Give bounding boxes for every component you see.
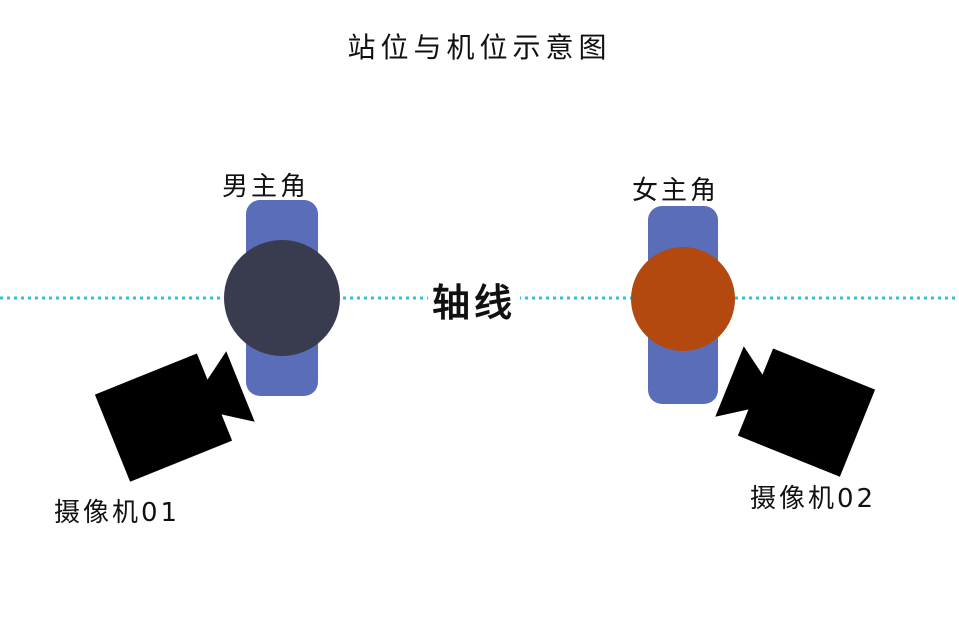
male-lead-head [224,240,340,356]
video-camera-icon [715,346,876,477]
axis-label: 轴线 [428,272,521,327]
male-lead-figure [224,200,340,396]
video-camera-icon [94,351,255,482]
male-lead-label: 男主角 [222,172,310,202]
female-lead-label: 女主角 [632,176,720,206]
camera-01-label: 摄像机01 [54,498,181,528]
diagram-title: 站位与机位示意图 [347,31,612,64]
female-lead-head [631,247,735,351]
female-lead-figure [631,206,735,404]
camera-02-label: 摄像机02 [750,484,877,514]
